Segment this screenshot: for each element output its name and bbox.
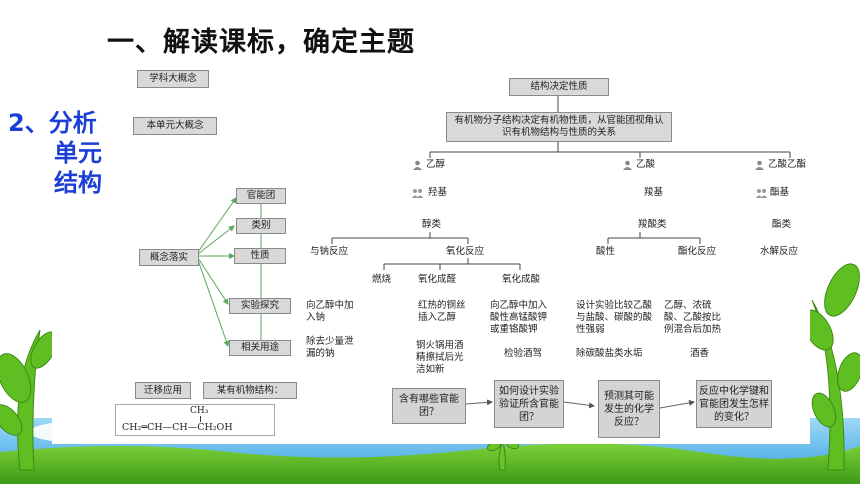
page-title: 一、解读课标，确定主题 (107, 27, 415, 58)
formula-main-chain: CH₂═CH—CH—CH₂OH (122, 422, 233, 433)
concept-node-property: 性质 (234, 248, 286, 264)
concept-node-functional-group: 官能团 (236, 188, 286, 204)
substance-acetic-acid: 乙酸 (636, 159, 656, 170)
detail-acid-usage: 检验酒驾 (504, 348, 543, 359)
flow-step-bond-changes: 反应中化学键和官能团发生怎样的变化？ (696, 380, 772, 428)
reaction-to-aldehyde: 氧化成醛 (418, 274, 457, 285)
detail-sodium-experiment: 向乙醇中加入钠 (306, 300, 354, 323)
category-carboxylic-acids: 羧酸类 (638, 219, 667, 230)
category-esters: 酯类 (772, 219, 792, 230)
flow-step-identify-groups: 含有哪些官能团？ (392, 388, 466, 424)
flow-step-predict-reaction: 预测其可能发生的化学反应？ (598, 380, 660, 438)
structure-determines-property-box: 结构决定性质 (509, 78, 609, 96)
main-concept-box: 有机物分子结构决定有机物性质，从官能团视角认识有机物结构与性质的关系 (446, 112, 672, 142)
concept-node-experiment: 实验探究 (229, 298, 291, 314)
concept-node-category: 类别 (236, 218, 286, 234)
detail-sodium-usage: 除去少量泄漏的钠 (306, 336, 354, 359)
person-icon (755, 160, 764, 170)
detail-ester-usage: 酒香 (690, 348, 710, 359)
detail-ester-experiment: 乙醇、浓硫酸、乙酸按比例混合后加热 (664, 300, 722, 335)
detail-acid-experiment: 向乙醇中加入酸性高锰酸钾或重铬酸钾 (490, 300, 548, 335)
detail-aldehyde-usage: 铜火锅用酒精擦拭后光洁如新 (416, 340, 464, 375)
substance-ethanol: 乙醇 (426, 159, 446, 170)
group-ester: 酯基 (770, 187, 790, 198)
side-heading-line-3: 结构 (54, 169, 102, 197)
transfer-label: 迁移应用 (135, 382, 191, 399)
flow-step-design-experiment: 如何设计实验验证所含官能团？ (494, 380, 564, 428)
detail-aldehyde-experiment: 红热的铜丝插入乙醇 (418, 300, 466, 323)
reaction-esterification: 酯化反应 (678, 246, 717, 257)
person-icon (623, 160, 632, 170)
category-alcohols: 醇类 (422, 219, 442, 230)
group-icon (756, 189, 767, 198)
group-icon (412, 189, 423, 198)
sprout-right (802, 263, 860, 471)
formula-branch: CH₃ (190, 406, 209, 416)
side-heading-line-1: 2、分析 (8, 109, 97, 137)
reaction-combustion: 燃烧 (372, 274, 392, 285)
sprout-left (0, 329, 58, 471)
big-concept-label: 学科大概念 (137, 70, 209, 88)
side-heading-line-2: 单元 (54, 139, 102, 167)
concept-node-usage: 相关用途 (229, 340, 291, 356)
group-carboxyl: 羧基 (644, 187, 664, 198)
reaction-hydrolysis: 水解反应 (760, 246, 799, 257)
detail-acidity-usage: 除碳酸盐类水垢 (576, 348, 643, 359)
group-hydroxyl: 羟基 (428, 187, 448, 198)
structure-formula-box: CH₃ CH₂═CH—CH—CH₂OH (115, 404, 275, 436)
some-structure-label: 某有机物结构： (203, 382, 297, 399)
unit-concept-label: 本单元大概念 (133, 117, 217, 135)
detail-acidity-experiment: 设计实验比较乙酸与盐酸、碳酸的酸性强弱 (576, 300, 653, 335)
reaction-to-acid: 氧化成酸 (502, 274, 541, 285)
formula-bond (200, 416, 201, 422)
person-icon (413, 160, 422, 170)
reaction-with-sodium: 与钠反应 (310, 246, 349, 257)
reaction-acidity: 酸性 (596, 246, 616, 257)
reaction-oxidation: 氧化反应 (446, 246, 485, 257)
substance-ethyl-acetate: 乙酸乙酯 (768, 159, 807, 170)
concept-landing-label: 概念落实 (139, 249, 199, 266)
